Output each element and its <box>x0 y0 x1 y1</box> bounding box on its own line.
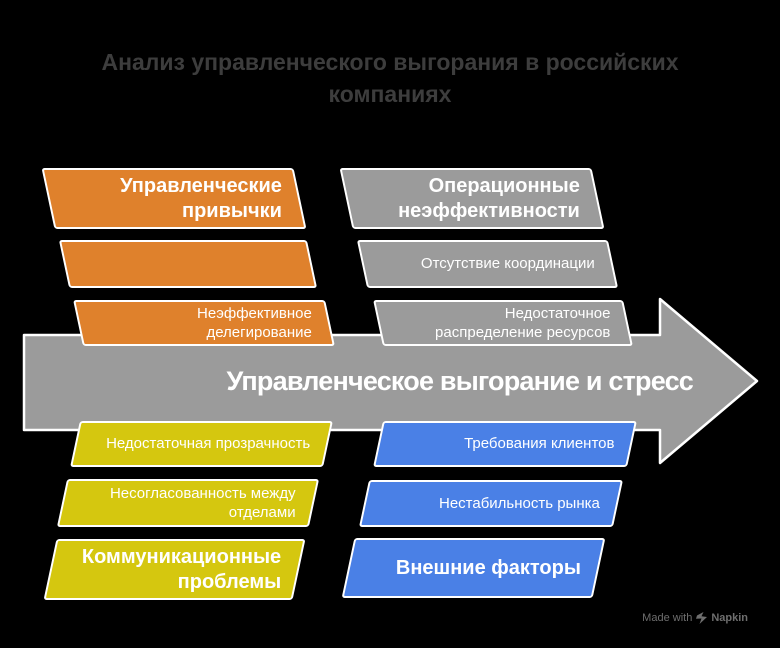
cause-bar-insufficient-resource-allocation: Недостаточное распределение ресурсов <box>373 300 633 346</box>
cause-label: Несогласованность между отделами <box>110 484 296 521</box>
cause-label: Отсутствие координации <box>421 255 595 273</box>
cause-bar-misalignment-between-departments: Несогласованность между отделами <box>56 479 320 527</box>
cause-bar-ineffective-delegation: Неэффективное делегирование <box>73 300 335 346</box>
category-bar-communication-problems: Коммуникационные проблемы <box>43 539 306 600</box>
page-title: Анализ управленческого выгорания в росси… <box>101 49 679 107</box>
cause-label: Неэффективное делегирование <box>197 304 312 341</box>
category-bar-operational-inefficiencies: Операционные неэффективности <box>339 168 605 229</box>
napkin-logo-icon <box>696 612 708 624</box>
category-label: Операционные неэффективности <box>398 174 580 222</box>
category-label: Коммуникационные проблемы <box>81 545 281 593</box>
brand-label: Napkin <box>711 612 748 624</box>
cause-label: Недостаточное распределение ресурсов <box>434 304 610 341</box>
cause-label: Требования клиентов <box>463 435 614 453</box>
made-with-label: Made with <box>642 612 693 624</box>
category-label: Управленческие привычки <box>120 174 282 222</box>
category-bar-management-habits: Управленческие привычки <box>41 168 307 229</box>
category-label: Внешние факторы <box>395 556 581 579</box>
napkin-credit: Made with Napkin <box>642 611 748 625</box>
category-bar-external-factors: Внешние факторы <box>341 538 606 598</box>
cause-bar-market-instability: Нестабильность рынка <box>359 480 623 527</box>
cause-bar-insufficient-transparency: Недостаточная прозрачность <box>70 421 333 467</box>
cause-bar-client-demands: Требования клиентов <box>373 421 637 467</box>
cause-bar-lack-of-coordination: Отсутствие координации <box>356 240 619 288</box>
cause-label: Недостаточная прозрачность <box>105 435 310 453</box>
arrow-label: Управленческое выгорание и стресс <box>226 366 693 396</box>
cause-label: Нестабильность рынка <box>439 494 600 512</box>
cause-bar-empty <box>58 240 318 288</box>
